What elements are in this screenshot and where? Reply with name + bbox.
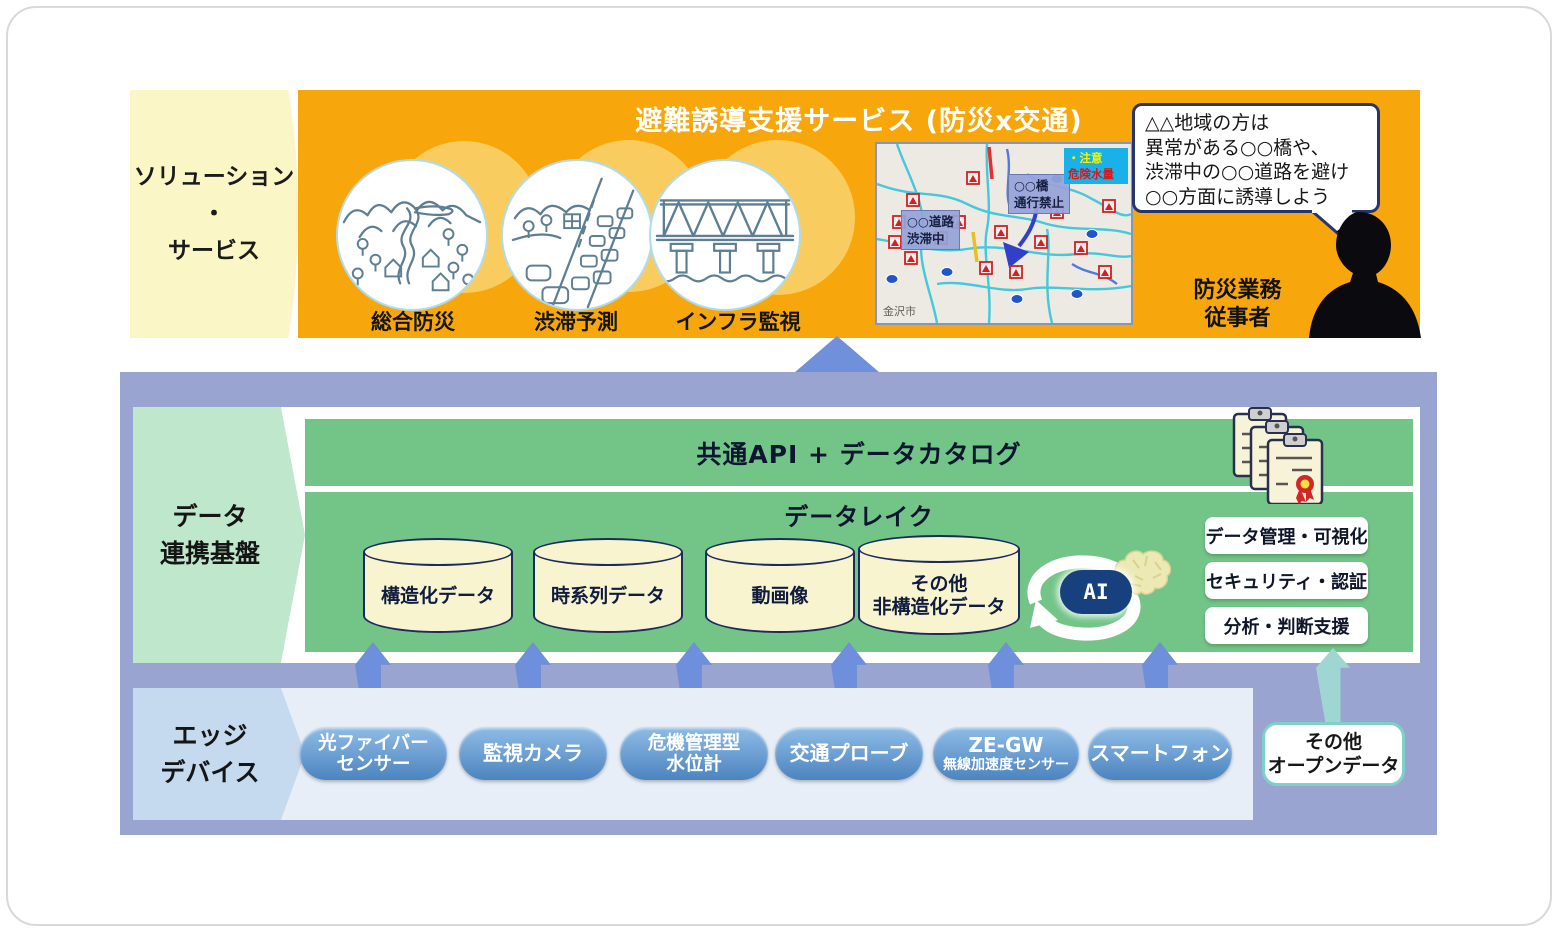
device-traffic-probe: 交通プローブ <box>775 727 923 780</box>
cylinder-unstructured-data: その他 非構造化データ <box>858 535 1020 635</box>
map-callout-road: ○○道路 渋滞中 <box>901 210 960 250</box>
card-border <box>6 6 1552 926</box>
person-silhouette-icon <box>1309 212 1421 338</box>
disaster-illustration-icon <box>342 200 482 292</box>
map-city-label: 金沢市 <box>883 305 916 318</box>
map-alert-box: ・注意 危険水量 <box>1064 148 1128 184</box>
edge-devices-label: エッジ デバイス <box>133 688 305 820</box>
device-smartphone: スマートフォン <box>1088 727 1232 780</box>
capability-security-auth: セキュリティ・認証 <box>1205 562 1368 599</box>
common-api-bar: 共通API + データカタログ <box>305 419 1413 486</box>
ai-icon: AI <box>1060 570 1132 614</box>
service-label-traffic: 渋滞予測 <box>534 310 618 334</box>
capability-analysis-support: 分析・判断支援 <box>1205 607 1368 644</box>
cylinder-timeseries-data: 時系列データ <box>533 538 683 633</box>
bridge-illustration-icon <box>655 199 795 283</box>
data-lake-title: データレイク <box>784 503 934 531</box>
cylinder-structured-data: 構造化データ <box>363 538 513 633</box>
device-surveillance-camera: 監視カメラ <box>459 727 607 780</box>
device-ze-gw-sensor: ZE-GW 無線加速度センサー <box>933 727 1079 780</box>
clipboard-certificates-icon <box>1232 407 1324 504</box>
cylinder-video-data: 動画像 <box>705 538 855 633</box>
solution-label-dot: ・ <box>202 200 226 227</box>
device-fiber-sensor: 光ファイバー センサー <box>300 727 447 780</box>
service-circle-traffic <box>501 159 653 311</box>
data-platform-label: データ 連携基盤 <box>133 407 305 663</box>
open-data-box: その他 オープンデータ <box>1262 722 1405 786</box>
operator-label: 防災業務 従事者 <box>1193 278 1282 331</box>
device-water-level-gauge: 危機管理型 水位計 <box>620 727 768 780</box>
capability-data-management: データ管理・可視化 <box>1205 517 1368 554</box>
speech-bubble: △△地域の方は 異常がある○○橋や、 渋滞中の○○道路を避け ○○方面に誘導しよ… <box>1132 103 1380 213</box>
service-label-bridge: インフラ監視 <box>675 310 801 334</box>
solution-label-line: サービス <box>168 237 260 264</box>
service-label-disaster: 総合防災 <box>371 310 455 334</box>
solution-label-line: ソリューション <box>133 163 295 190</box>
traffic-illustration-icon <box>511 177 635 309</box>
map-preview: ○○橋 通行禁止 ○○道路 渋滞中 ・注意 危険水量 金沢市 <box>875 142 1133 325</box>
solution-title: 避難誘導支援サービス (防災x交通) <box>635 106 1083 137</box>
service-circle-bridge <box>649 159 801 311</box>
solution-service-label: ソリューション ・ サービス <box>130 90 298 338</box>
map-callout-bridge: ○○橋 通行禁止 <box>1008 174 1071 214</box>
service-circle-disaster <box>336 159 488 311</box>
speech-tail-join <box>1312 208 1352 213</box>
